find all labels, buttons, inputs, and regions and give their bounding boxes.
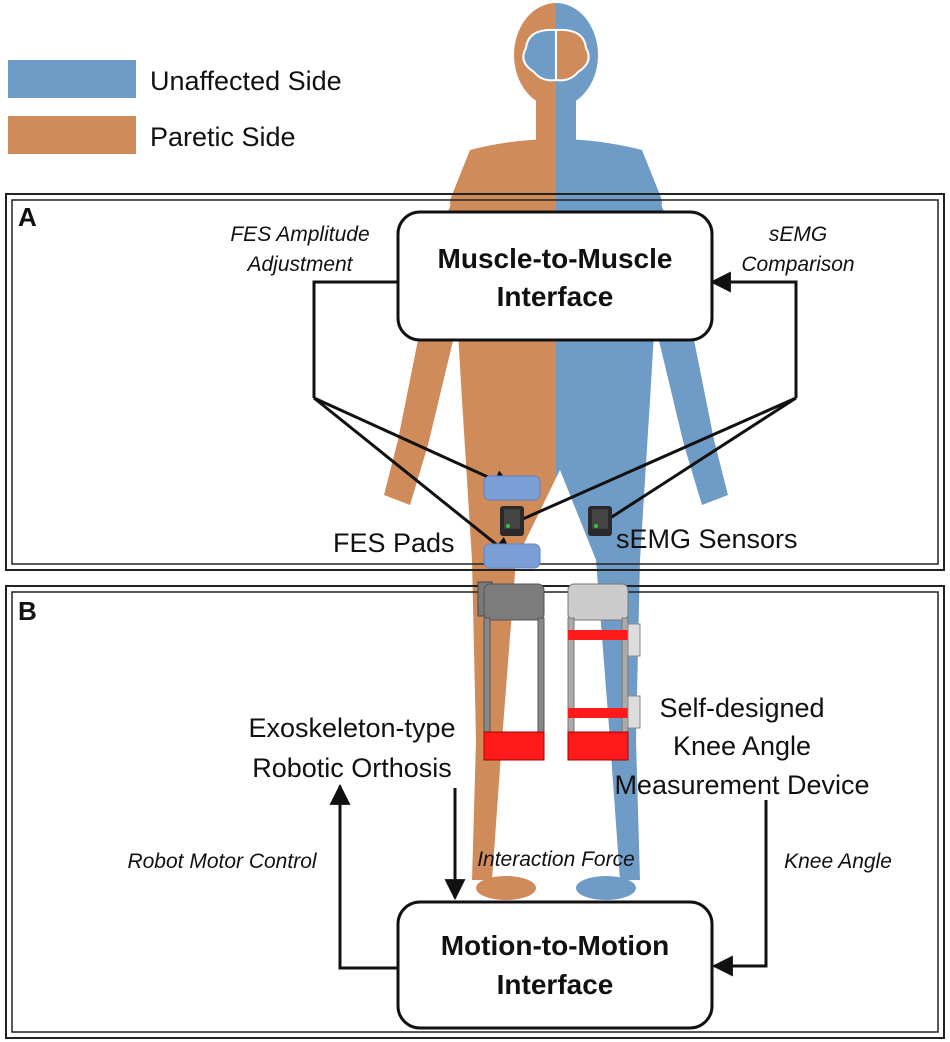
panel-a-connectors <box>312 271 798 559</box>
semg-comparison-note-line2: Comparison <box>741 253 854 276</box>
semg-sensor-paretic <box>500 506 524 536</box>
legend-label-paretic: Paretic Side <box>150 122 296 152</box>
legend-label-unaffected: Unaffected Side <box>150 66 342 96</box>
fes-pads-label: FES Pads <box>333 528 455 558</box>
device-label-line2: Knee Angle <box>673 731 811 761</box>
semg-comparison-note-line1: sEMG <box>769 223 827 246</box>
motion-to-motion-box <box>396 900 714 1030</box>
panel-a-frame <box>5 193 945 571</box>
brain-icon <box>522 28 590 82</box>
knee-angle-label: Knee Angle <box>784 850 892 873</box>
orthosis-label-line1: Exoskeleton-type <box>248 713 455 743</box>
muscle-box-line2: Interface <box>497 281 614 312</box>
fes-pad-lower <box>483 543 541 569</box>
orthosis-label-line2: Robotic Orthosis <box>252 753 452 783</box>
motion-box-line1: Motion-to-Motion <box>441 930 670 961</box>
knee-angle-device <box>567 583 641 761</box>
legend-swatch-paretic <box>8 116 136 154</box>
fes-amplitude-note-line2: Adjustment <box>245 253 353 276</box>
muscle-box-line1: Muscle-to-Muscle <box>438 243 673 274</box>
semg-sensors-label: sEMG Sensors <box>616 524 798 554</box>
fes-pad-upper <box>483 475 541 501</box>
interaction-force-label: Interaction Force <box>477 848 635 871</box>
panel-b-connectors <box>329 783 768 977</box>
semg-sensor-unaffected <box>588 506 612 536</box>
muscle-to-muscle-box <box>396 210 714 342</box>
legend-swatch-unaffected <box>8 60 136 98</box>
motion-box-line2: Interface <box>497 969 614 1000</box>
panel-a-tag: A <box>18 202 37 232</box>
fes-amplitude-note-line1: FES Amplitude <box>230 223 369 246</box>
robot-motor-control-label: Robot Motor Control <box>127 850 317 873</box>
device-label-line1: Self-designed <box>659 693 824 723</box>
panel-b-frame <box>5 585 945 1039</box>
panel-b-tag: B <box>18 596 37 626</box>
device-label-line3: Measurement Device <box>614 770 869 800</box>
exoskeleton-orthosis <box>477 581 545 761</box>
